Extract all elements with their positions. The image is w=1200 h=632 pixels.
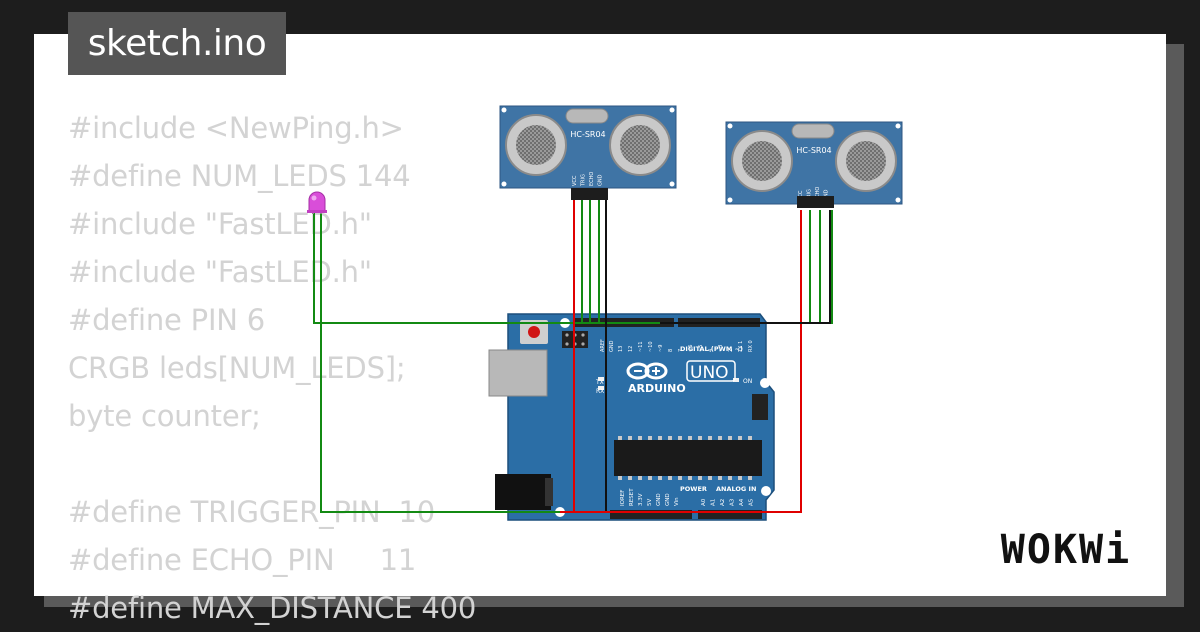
sensor-pin-label: GND [598, 174, 604, 186]
gnd-pin-label: GND [609, 340, 615, 352]
board-pin-label: 2 [728, 349, 734, 352]
code-line: #define PIN 6 [68, 303, 266, 337]
sensor-2-label: HC-SR04 [796, 146, 831, 155]
sensor-pin-label: GND [824, 189, 830, 201]
wire-led-to-gnd [320, 212, 606, 513]
code-line: #define ECHO_PIN 11 [68, 543, 417, 577]
code-listing: #include <NewPing.h> #define NUM_LEDS 144… [68, 104, 476, 632]
sensor-1-label: HC-SR04 [570, 130, 605, 139]
board-pin-label: GND [656, 493, 662, 506]
board-pin-label: ~3 [718, 345, 724, 352]
code-line: CRGB leds[NUM_LEDS]; [68, 351, 406, 385]
board-pin-label: A4 [739, 498, 745, 506]
board-pin-label: A3 [730, 498, 736, 506]
board-model-label: UNO [690, 363, 729, 383]
board-pin-label: Vin [674, 497, 680, 506]
sensor-pin-label: ECHO [815, 187, 821, 201]
digital-pin-labels: 13 12 ~11 ~10 ~9 8 7 ~6 ~5 4 ~3 2 TX 1 RX 0 [618, 340, 754, 353]
code-line: #define NUM_LEDS 144 [68, 159, 411, 193]
board-pin-label: 13 [618, 346, 624, 352]
board-pin-label: ~6 [688, 345, 694, 352]
board-pin-label: 4 [708, 349, 714, 352]
code-line: byte counter; [68, 399, 261, 433]
power-label: POWER [680, 485, 707, 493]
code-line: #include "FastLED.h" [68, 255, 372, 289]
power-header [610, 510, 692, 519]
board-pin-label: ~9 [658, 345, 664, 352]
board-pin-label: A0 [701, 498, 707, 506]
usb-port [488, 349, 548, 397]
board-pin-label: A2 [720, 499, 726, 506]
on-label: ON [743, 378, 752, 385]
sensor-pin-label: TRIG [581, 174, 587, 187]
board-pin-label: ~11 [638, 341, 644, 352]
code-line: #include "FastLED.h" [68, 207, 372, 241]
analog-header [698, 510, 762, 519]
sensor-pin-label: TRIG [807, 189, 813, 202]
wire-s2-vcc [560, 210, 802, 513]
code-line: #include <NewPing.h> [68, 111, 404, 145]
wokwi-logo: WOKWi [1000, 527, 1132, 573]
board-brand-label: ARDUINO [628, 382, 686, 395]
atmega-chip [614, 440, 762, 476]
board-pin-label: IOREF [620, 490, 626, 506]
board-pin-label: TX 1 [738, 341, 744, 353]
board-pin-label: 8 [668, 349, 674, 352]
analog-label: ANALOG IN [716, 485, 756, 493]
board-pin-label: ~10 [648, 341, 654, 352]
board-pin-label: 12 [628, 346, 634, 352]
digital-label: DIGITAL (PWM ~) [680, 345, 743, 353]
board-pin-label: 3.3V [638, 493, 644, 506]
sensor-pin-label: VCC [798, 190, 804, 201]
code-line: #define MAX_DISTANCE 400 [68, 591, 477, 625]
board-pin-label: ~5 [698, 345, 704, 352]
arduino-uno-board: UNO ARDUINO DIGITAL (PWM ~) ON TX RX POW… [488, 313, 775, 521]
board-pin-label: 5V [647, 499, 653, 506]
board-pin-label: RESET [629, 488, 635, 506]
aref-pin-label: AREF [600, 339, 606, 352]
board-pin-label: RX 0 [748, 340, 754, 352]
power-jack [495, 474, 551, 510]
wires [313, 200, 833, 513]
sensor-pin-label: VCC [572, 175, 578, 186]
rx-label: RX [596, 388, 604, 395]
board-pin-label: A1 [711, 499, 717, 506]
board-pin-label: A5 [749, 498, 755, 506]
board-pin-label: 7 [678, 349, 684, 352]
arduino-logo-icon [626, 362, 668, 380]
icsp2-header [752, 394, 768, 420]
board-pin-label: GND [665, 493, 671, 506]
file-title-badge: sketch.ino [68, 12, 286, 75]
tx-label: TX [595, 379, 604, 386]
led-icon[interactable] [307, 191, 327, 214]
wire-s2-gnd [660, 210, 831, 324]
sensor-pin-label: ECHO [589, 172, 595, 186]
